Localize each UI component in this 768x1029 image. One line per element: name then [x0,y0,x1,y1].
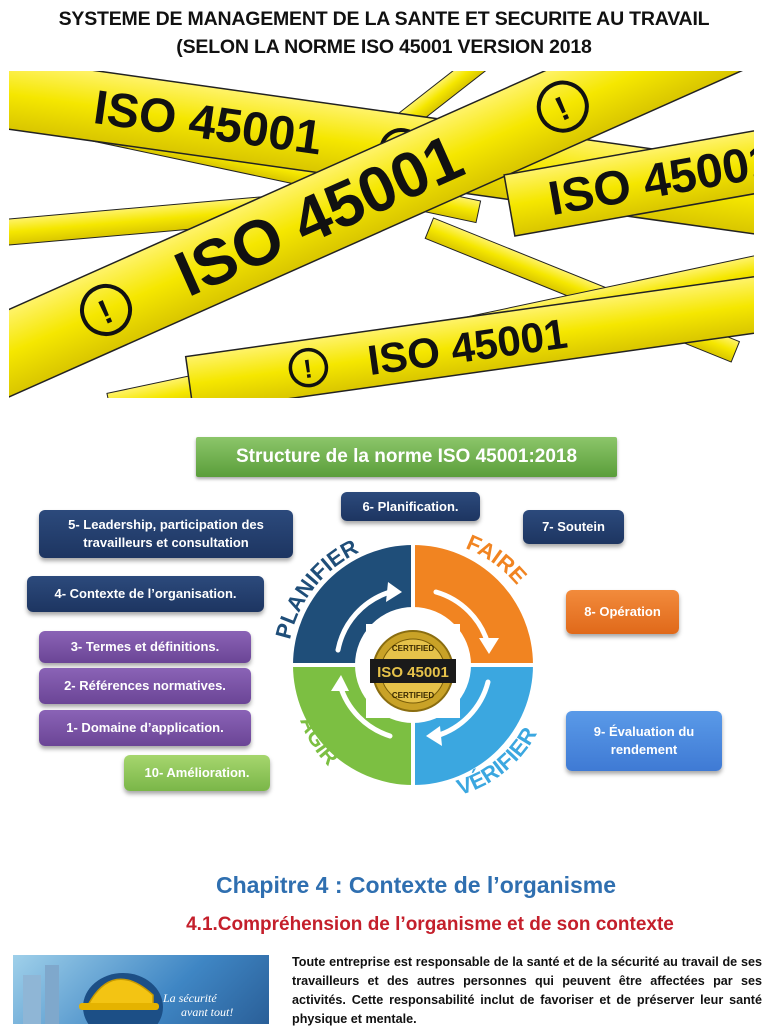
intro-paragraph: Toute entreprise est responsable de la s… [292,955,762,1026]
safety-photo: La sécurité avant tout! [13,955,269,1024]
clause-2-box: 2- Références normatives. [39,668,251,704]
hard-hat-icon [23,965,163,1024]
clause-9-box: 9- Évaluation du rendement [566,711,722,771]
arrowhead-icon [331,675,349,691]
pdca-cycle: PLANIFIER FAIRE VÉRIFIER AGIR ISO 45001 … [270,530,541,800]
clause-6-box: 6- Planification. [341,492,480,521]
chapter-title: Chapitre 4 : Contexte de l’organisme [215,872,617,898]
act-quadrant [293,665,413,785]
section-subtitle: 4.1.Compréhension de l’organisme et de s… [186,914,674,935]
caution-tape-illustration: ISO 45001 ! ! ISO 45001 ! ! ISO 45001 IS… [9,71,754,398]
arrow-icon [433,679,491,739]
page-title-line2: (SELON LA NORME ISO 45001 VERSION 2018 [176,36,592,58]
iso-tape-banner: ISO 45001 ! ! ISO 45001 ! ! ISO 45001 IS… [9,71,754,398]
photo-caption-1: La sécurité [163,991,217,1005]
arrow-icon [337,682,393,739]
arrowhead-icon [479,638,499,654]
clause-4-box: 4- Contexte de l’organisation. [27,576,264,612]
clause-3-box: 3- Termes et définitions. [39,631,251,663]
warning-icon: ! [302,353,315,384]
clause-10-box: 10- Amélioration. [124,755,270,791]
seal-main-text: ISO 45001 [377,664,449,681]
arrowhead-icon [426,726,442,746]
arrow-icon [433,589,491,647]
page-title-line1: SYSTEME DE MANAGEMENT DE LA SANTE ET SEC… [58,8,710,30]
do-quadrant [413,545,533,665]
clause-8-box: 8- Opération [566,590,679,634]
arrowhead-icon [386,582,402,602]
plan-quadrant [293,545,413,665]
check-quadrant [413,665,533,785]
clause-5-box: 5- Leadership, participation des travail… [39,510,293,558]
clause-7-box: 7- Soutein [523,510,624,544]
seal-top-text: CERTIFIED [392,644,434,653]
structure-title: Structure de la norme ISO 45001:2018 [196,437,617,477]
seal-bottom-text: CERTIFIED [392,691,434,700]
clause-1-box: 1- Domaine d’application. [39,710,251,746]
photo-caption-2: avant tout! [181,1005,234,1019]
arrow-icon [335,589,393,653]
